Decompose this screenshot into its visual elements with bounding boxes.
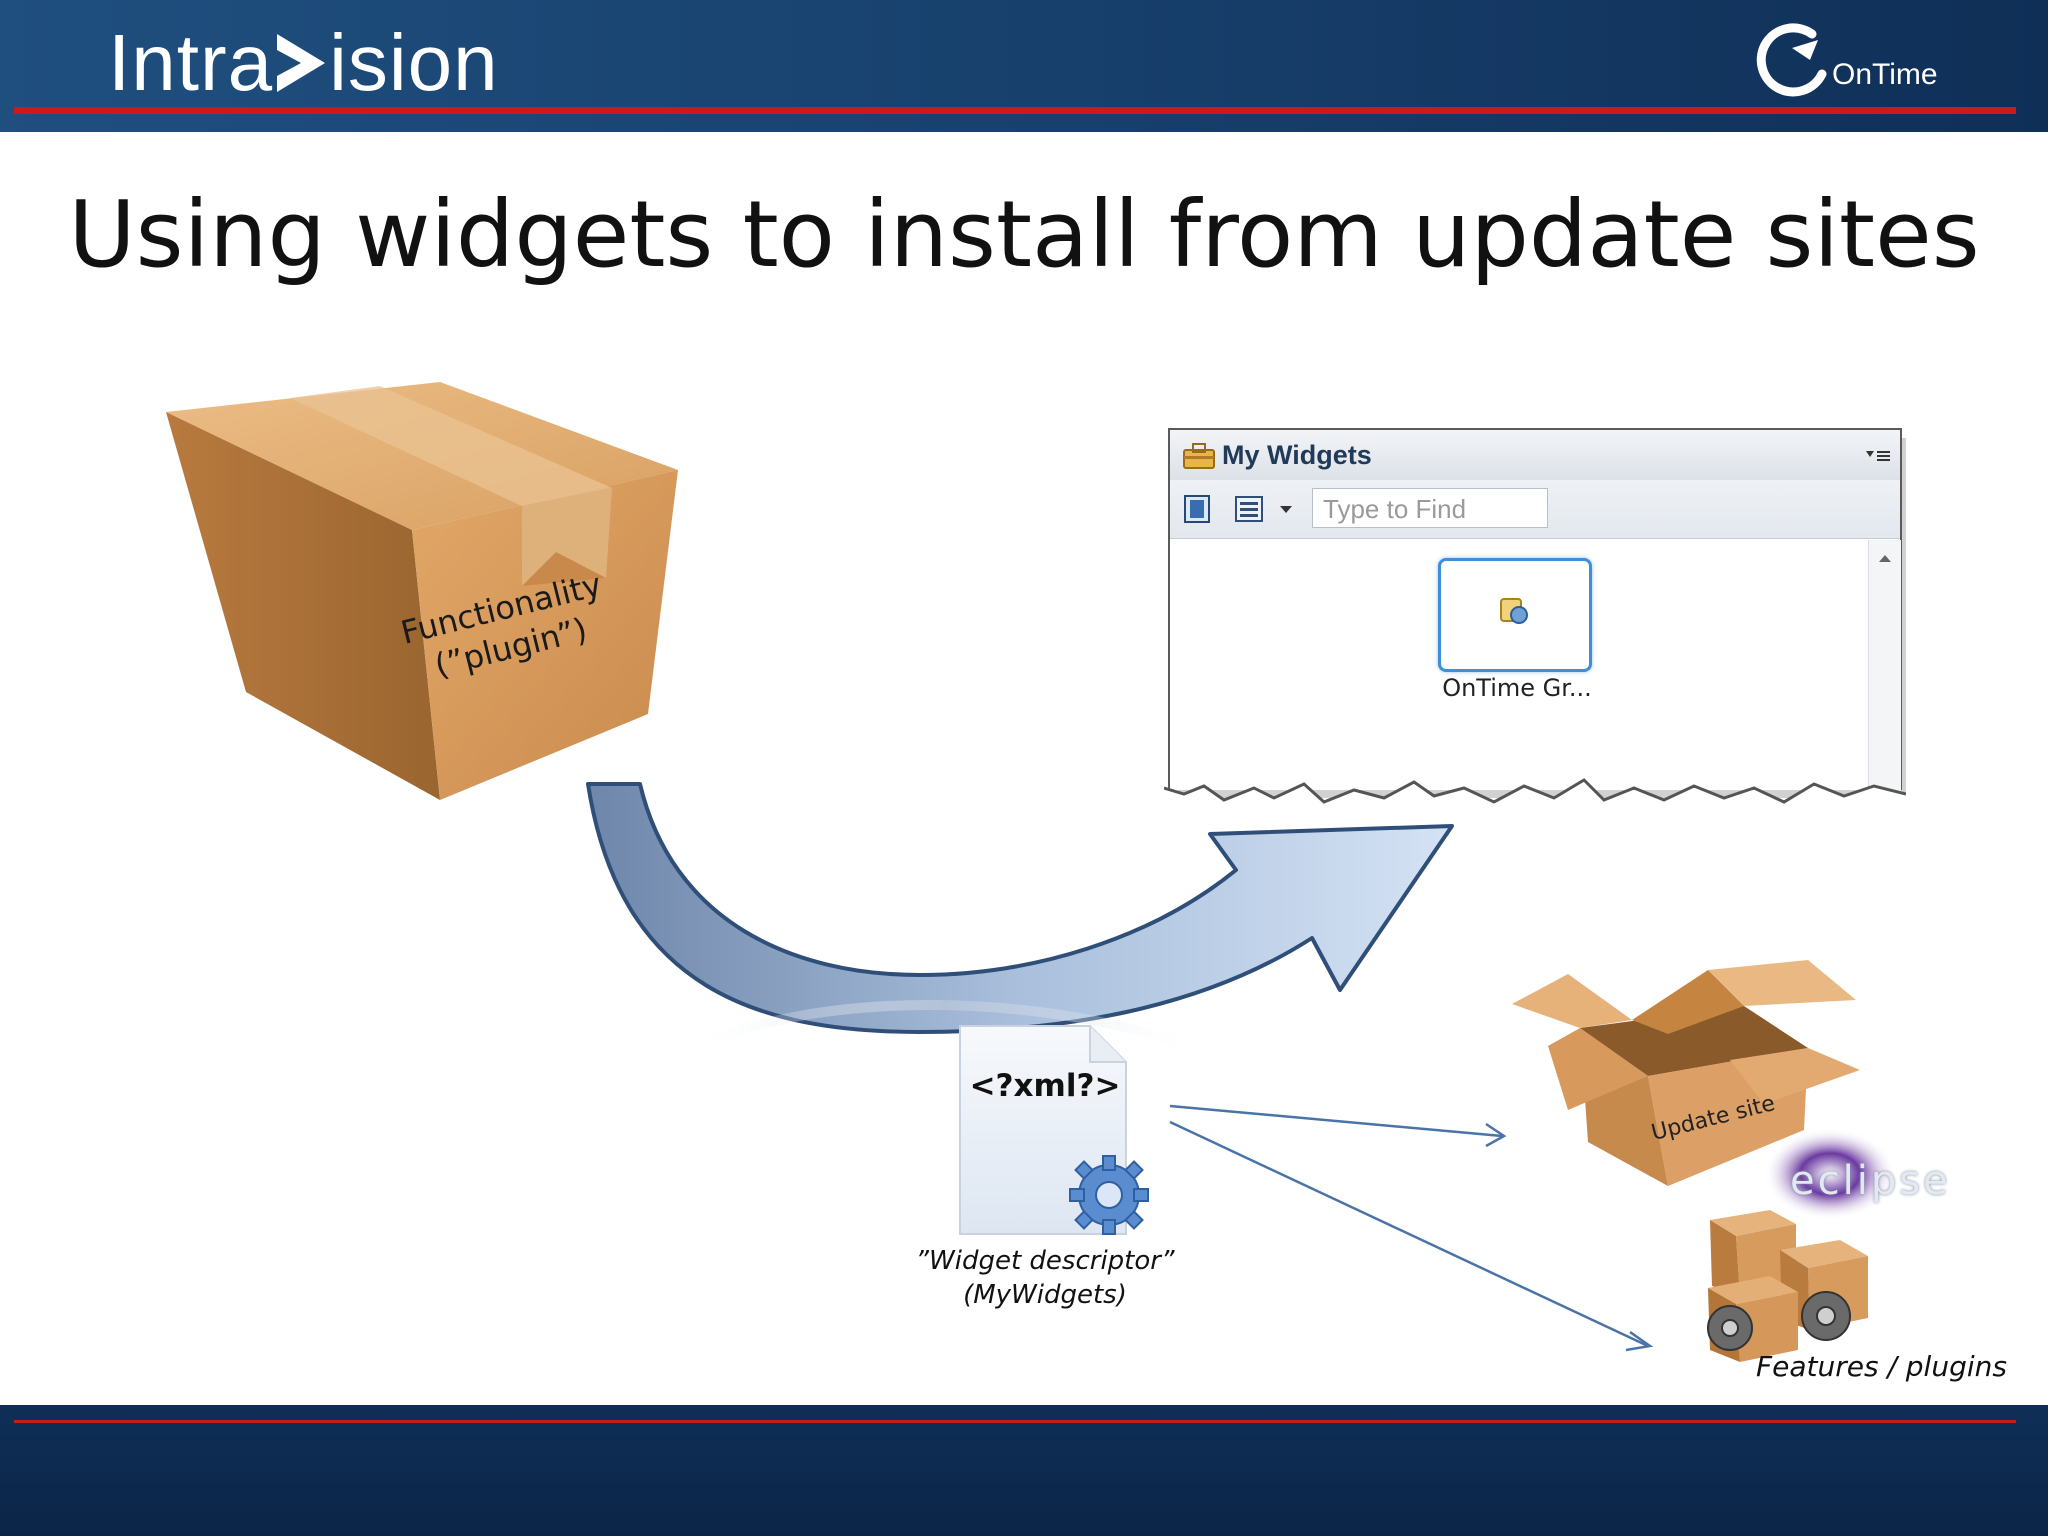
widget-tile-label: OnTime Gr... — [1442, 674, 1592, 702]
descriptor-caption-line1: ”Widget descriptor” — [915, 1246, 1175, 1276]
scroll-up-icon[interactable] — [1879, 554, 1891, 562]
chevron-down-icon[interactable] — [1280, 506, 1292, 514]
install-arrow-graphic — [586, 782, 1454, 1055]
search-placeholder: Type to Find — [1323, 494, 1467, 524]
xml-text: <?xml?> — [969, 1068, 1121, 1104]
connector-arrows — [1169, 1104, 1654, 1352]
scrollbar[interactable] — [1868, 540, 1901, 792]
widgets-panel-title: My Widgets — [1222, 440, 1372, 470]
features-plugins-image — [1707, 1210, 1868, 1362]
plugin-box-image — [166, 382, 678, 800]
header-red-line — [14, 107, 2016, 114]
view-icon[interactable] — [1182, 494, 1212, 524]
widgets-toolbar: Type to Find — [1170, 480, 1900, 539]
descriptor-caption-line2: (MyWidgets) — [963, 1280, 1127, 1310]
ontime-logo: OnTime — [1752, 14, 1952, 104]
search-input[interactable]: Type to Find — [1312, 488, 1548, 528]
update-site-box-image — [1512, 960, 1860, 1186]
slide-title: Using widgets to install from update sit… — [68, 181, 1980, 288]
brand-right-text: ision — [329, 18, 499, 107]
ontime-logo-text: OnTime — [1832, 58, 1938, 91]
footer-bar — [0, 1405, 2048, 1536]
widget-tile[interactable] — [1438, 558, 1592, 672]
brand-left-text: Intra — [108, 18, 274, 107]
footer-red-line — [14, 1420, 2016, 1423]
briefcase-icon — [1183, 443, 1215, 469]
brand-chevron-icon — [277, 34, 326, 92]
intravision-logo: Intra ision — [108, 18, 499, 108]
my-widgets-panel: My Widgets Type to Find — [1164, 428, 1906, 818]
widgets-titlebar: My Widgets — [1170, 430, 1900, 480]
eclipse-logo-glow — [1764, 1128, 1896, 1220]
features-plugins-label: Features / plugins — [1756, 1350, 2007, 1383]
widgets-window: My Widgets Type to Find — [1168, 428, 1902, 792]
torn-edge — [1164, 778, 1906, 818]
gear-icon — [1069, 1155, 1149, 1235]
list-icon[interactable] — [1234, 494, 1264, 524]
widget-icon — [1500, 598, 1528, 624]
descriptor-caption: ”Widget descriptor” (MyWidgets) — [880, 1244, 1210, 1312]
menu-icon[interactable] — [1866, 448, 1892, 464]
ontime-swirl-icon — [1756, 23, 1827, 97]
eclipse-logo-text: eclipse — [1790, 1158, 1951, 1204]
gear-icon — [1707, 1291, 1851, 1351]
